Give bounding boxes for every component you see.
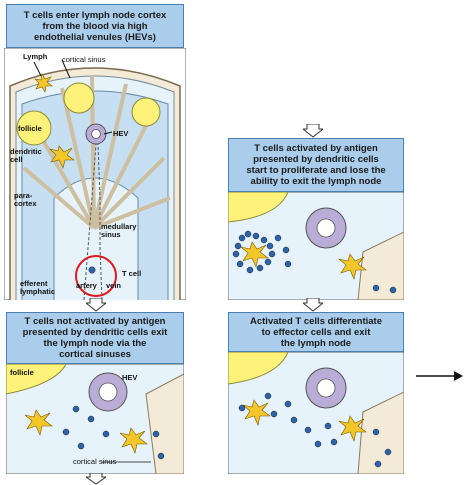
lymph-entry-cell (34, 73, 53, 93)
label-follicle: follicle (18, 124, 42, 133)
t-cell-in-vessel (88, 266, 96, 274)
label-lymph: Lymph (23, 52, 48, 61)
label-bl-hev: HEV (122, 373, 138, 382)
arrow-down-tr (303, 124, 323, 138)
top-right-illustration (228, 192, 404, 300)
follicle-3 (131, 97, 161, 127)
arrow-down-2 (86, 473, 106, 485)
top-right-title: T cells activated by antigen presented b… (228, 138, 404, 192)
dendritic-cell-bl-1 (24, 409, 53, 436)
arrow-down-3 (303, 298, 323, 312)
bottom-right-illustration (228, 352, 404, 474)
bottom-left-title: T cells not activated by antigen present… (6, 312, 184, 364)
t-cell-cluster-tr (232, 230, 397, 294)
label-t-cell: T cell (122, 269, 142, 278)
label-artery: artery (76, 281, 97, 290)
bottom-right-title: Activated T cells differentiate to effec… (228, 312, 404, 352)
lymph-node-illustration (4, 48, 186, 300)
label-hev: HEV (113, 129, 129, 138)
label-medullary-sinus: medullary sinus (101, 222, 137, 239)
bottom-left-illustration (6, 364, 184, 474)
dendritic-cell (49, 145, 75, 169)
top-left-title: T cells enter lymph node cortex from the… (6, 4, 184, 48)
dendritic-cell-tr-2 (338, 253, 367, 280)
t-cells-bl (62, 405, 165, 460)
label-bl-cortical-sinus: cortical sinus (73, 457, 117, 466)
dendritic-cell-bl-2 (119, 427, 148, 454)
follicle-1 (16, 110, 52, 146)
label-dendritic-cell: dendritic cell (10, 147, 42, 164)
arrow-down-1 (86, 298, 106, 312)
dendritic-cell-br-2 (338, 415, 367, 442)
vessel-path (83, 143, 97, 300)
label-efferent-lymphatic: efferent lymphatic (20, 279, 56, 296)
label-cortical-sinus: cortical sinus (62, 55, 106, 64)
effector-cells-br (238, 392, 392, 468)
label-bl-follicle: follicle (10, 368, 34, 377)
follicle-2 (63, 82, 95, 114)
label-paracortex: para- cortex (14, 191, 37, 208)
label-vein: vein (106, 281, 122, 290)
exit-arrow (416, 371, 463, 381)
highlight-circle (75, 255, 117, 297)
